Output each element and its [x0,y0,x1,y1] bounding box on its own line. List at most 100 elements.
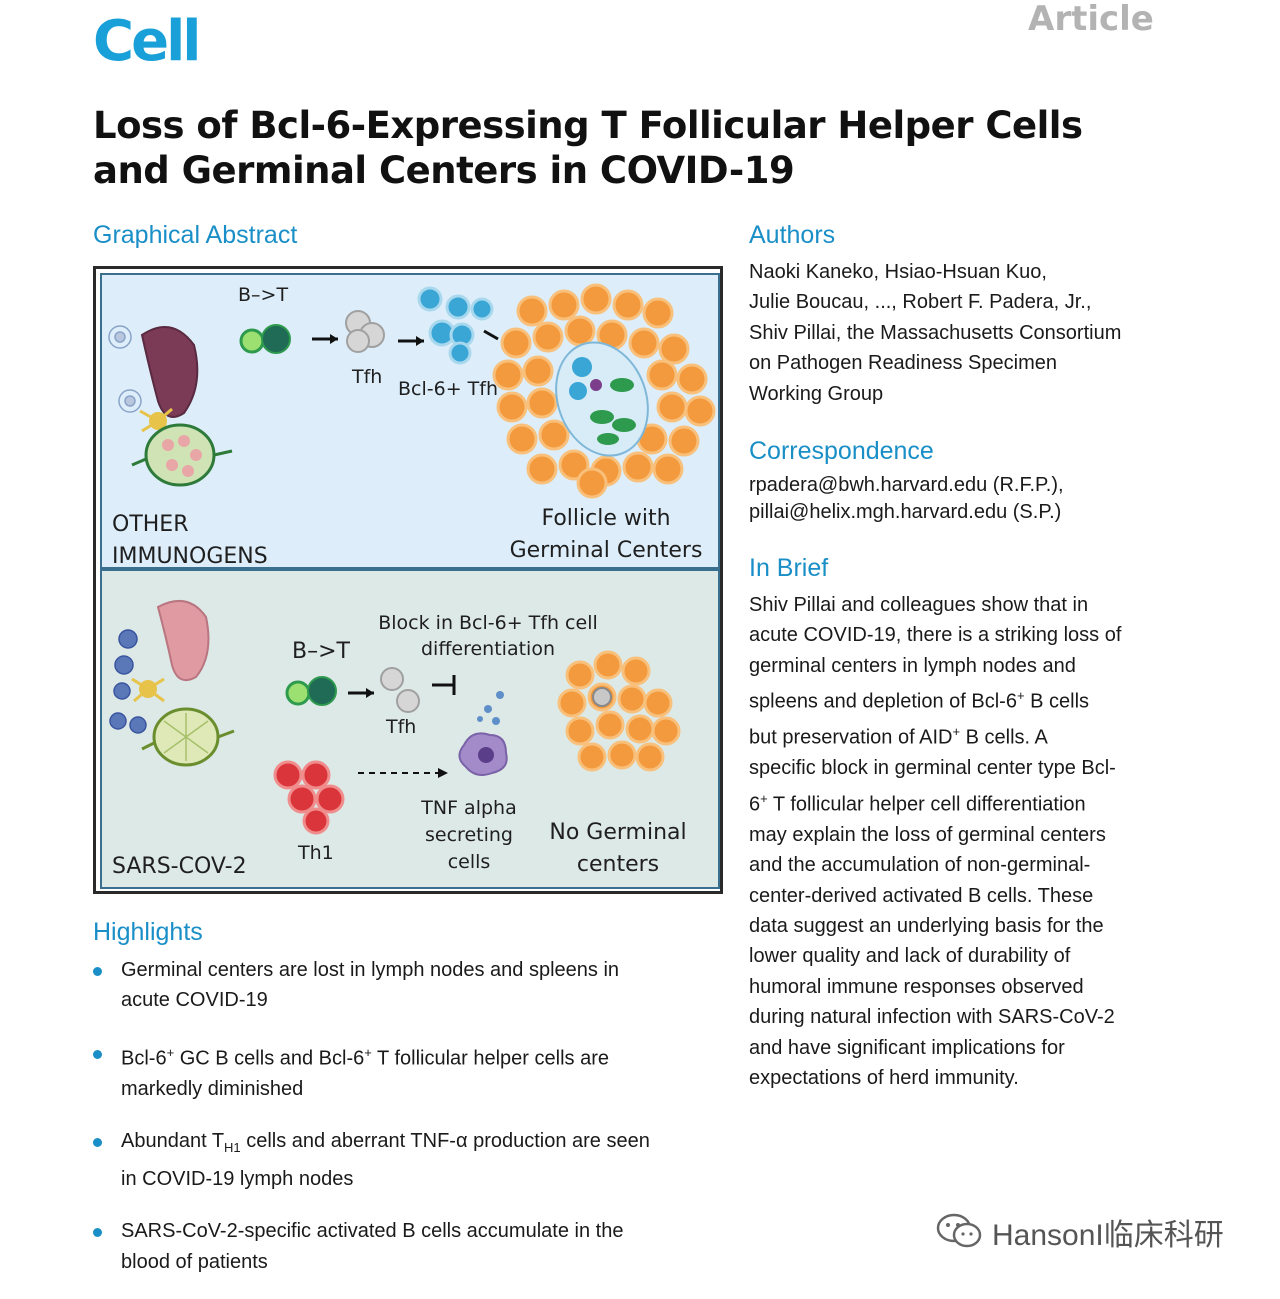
sars-cov-2-illustration [109,599,681,835]
subscript-h1: H1 [224,1140,241,1156]
in-brief-text-run: 6 [749,793,761,816]
highlight-text-run: Bcl-6 [121,1047,167,1070]
tnf-label-line-1: TNF alpha [421,797,517,819]
superscript-plus: + [166,1044,175,1060]
tfh-cells-icon [345,310,385,353]
other-immunogens-panel: B–>T Tfh Bcl-6+ Tfh Follicle with Germin… [100,273,720,569]
block-label-line-1: Block in Bcl-6+ Tfh cell [378,612,598,634]
block-differentiation-label: Block in Bcl-6+ Tfh cell differentiation [378,612,598,661]
follicle-label: Follicle with Germinal Centers [496,503,716,567]
authors-heading: Authors [749,221,836,249]
title-line-1: Loss of Bcl-6-Expressing T Follicular He… [93,104,1083,147]
tnf-label-line-2: secreting [425,824,513,846]
lymph-node-icon [131,423,233,487]
highlight-text-run: cells and aberrant TNF-α production are … [240,1130,650,1153]
in-brief-line: spleens and depletion of Bcl-6+ B cells [749,681,1189,717]
bullet-icon [93,1228,102,1238]
in-brief-line: lower quality and lack of durability of [749,945,1071,968]
in-brief-line: germinal centers in lymph nodes and [749,654,1076,677]
other-immunogens-line-1: OTHER [112,512,189,537]
article-title: Loss of Bcl-6-Expressing T Follicular He… [93,103,1173,193]
bcl6-tfh-label: Bcl-6+ Tfh [398,378,499,400]
in-brief-line: acute COVID-19, there is a striking loss… [749,624,1122,647]
b-t-cell-pair-icon [285,676,337,706]
in-brief-text-run: spleens and depletion of Bcl-6 [749,690,1017,713]
in-brief-line: data suggest an underlying basis for the [749,915,1104,938]
follicle-label-line-2: Germinal Centers [509,538,703,563]
in-brief-text-run: T follicular helper cell differentiation [767,793,1086,816]
highlight-line: SARS-CoV-2-specific activated B cells ac… [121,1220,624,1243]
other-immunogens-label: OTHER IMMUNOGENS [112,509,268,573]
highlight-line: blood of patients [121,1250,268,1273]
article-type-label: Article [1028,0,1154,39]
highlight-text-run: GC B cells and Bcl-6 [174,1047,365,1070]
highlights-heading: Highlights [93,918,203,946]
in-brief-text-run: but preservation of AID [749,726,953,749]
in-brief-line: specific block in germinal center type B… [749,757,1116,780]
tfh-cells-icon [380,667,420,713]
in-brief-line: humoral immune responses observed [749,975,1084,998]
in-brief-line: during natural infection with SARS-CoV-2 [749,1006,1115,1029]
in-brief-heading: In Brief [749,554,829,582]
th1-label: Th1 [298,842,334,864]
other-immunogens-illustration [108,283,716,499]
highlight-item: Bcl-6+ GC B cells and Bcl-6+ T follicula… [93,1038,733,1104]
in-brief-line: center-derived activated B cells. These [749,884,1094,907]
spleen-icon [156,599,210,681]
authors-line: on Pathogen Readiness Specimen [749,352,1057,375]
authors-line: Shiv Pillai, the Massachusetts Consortiu… [749,321,1122,344]
tnf-label-line-3: cells [447,851,491,873]
correspondence-emails: rpadera@bwh.harvard.edu (R.F.P.), pillai… [749,472,1189,526]
highlight-item: SARS-CoV-2-specific activated B cells ac… [93,1216,733,1277]
authors-line: Working Group [749,382,884,405]
sars-cov-2-label: SARS-COV-2 [112,854,247,879]
dendritic-cell-icon [131,677,165,703]
no-gc-line-2: centers [576,852,660,877]
in-brief-line: but preservation of AID+ B cells. A [749,717,1189,753]
highlight-line: markedly diminished [121,1077,304,1100]
highlights-list: Germinal centers are lost in lymph nodes… [93,955,733,1299]
authors-line: Naoki Kaneko, Hsiao-Hsuan Kuo, [749,261,1047,283]
no-gc-line-1: No Germinal [549,820,687,845]
highlight-line: Bcl-6+ GC B cells and Bcl-6+ T follicula… [121,1038,733,1074]
in-brief-text-run: B cells. A [960,726,1048,749]
journal-logo: Cell [93,9,201,74]
authors-list: Naoki Kaneko, Hsiao-Hsuan Kuo, Julie Bou… [749,257,1189,409]
highlight-text-run: Abundant T [121,1130,225,1153]
superscript-plus: + [1016,688,1025,704]
no-germinal-centers-label: No Germinal centers [538,817,698,881]
virus-particle-icon [108,325,142,413]
tnf-secreting-cells-label: TNF alpha secreting cells [410,795,528,876]
watermark-text: HansonI临床科研 [992,1219,1224,1252]
graphical-abstract-figure: B–>T Tfh Bcl-6+ Tfh Follicle with Germin… [93,266,723,894]
b-to-t-label: B–>T [238,284,289,306]
tfh-label: Tfh [352,366,383,388]
tfh-cell-in-follicle-icon [592,687,612,707]
cytokine-drops-icon [477,691,504,725]
bullet-icon [93,1138,102,1148]
in-brief-text: Shiv Pillai and colleagues show that in … [749,590,1189,1093]
superscript-plus: + [952,724,961,740]
authors-line: Julie Boucau, ..., Robert F. Padera, Jr.… [749,291,1092,314]
bcl6-tfh-cells-icon [417,286,494,365]
follicle-without-germinal-center-icon [557,650,681,772]
highlight-line: in COVID-19 lymph nodes [121,1167,354,1190]
graphical-abstract-heading: Graphical Abstract [93,221,298,249]
other-immunogens-line-2: IMMUNOGENS [112,544,268,569]
follicle-icon [492,283,716,499]
email-link-pillai[interactable]: pillai@helix.mgh.harvard.edu (S.P.) [749,501,1062,523]
in-brief-line: may explain the loss of germinal centers [749,823,1106,846]
email-link-padera[interactable]: rpadera@bwh.harvard.edu (R.F.P.), [749,474,1064,496]
highlight-item: Germinal centers are lost in lymph nodes… [93,955,733,1016]
superscript-plus: + [364,1044,372,1060]
highlight-line: acute COVID-19 [121,989,268,1012]
in-brief-line: 6+ T follicular helper cell differentiat… [749,784,1189,820]
correspondence-heading: Correspondence [749,437,934,465]
arrow-icon [483,329,499,341]
coronavirus-particle-icon [109,629,147,734]
b-t-cell-pair-icon [239,324,291,354]
block-inhibition-icon [432,675,456,695]
bullet-icon [93,1049,102,1059]
b-to-t-label: B–>T [292,639,350,664]
in-brief-text-run: B cells [1024,690,1090,713]
